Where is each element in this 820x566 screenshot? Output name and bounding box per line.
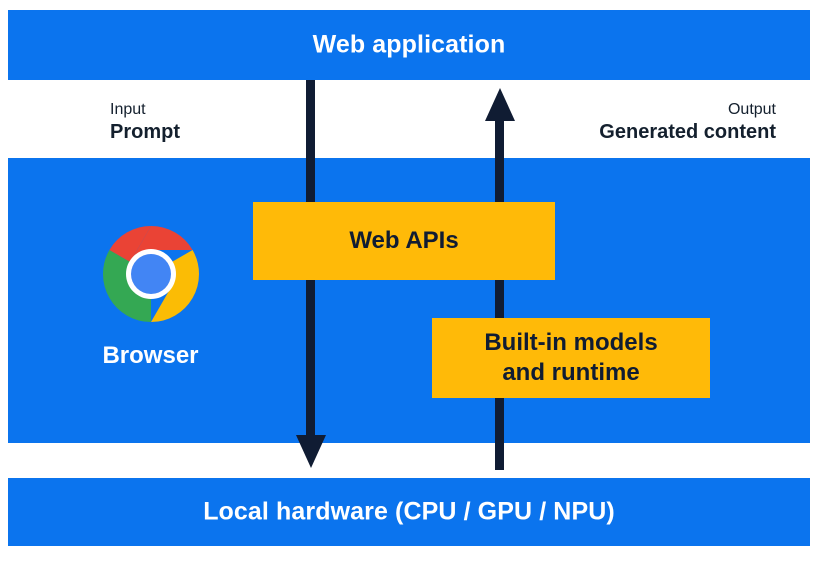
output-flow-arrow-up-icon (484, 88, 515, 470)
output-kind-label: Output (727, 101, 776, 118)
layer-web-application: Web application (8, 10, 810, 80)
output-value-label: Generated content (599, 120, 776, 143)
arrow-head-down (295, 435, 326, 468)
output-annotation: Output Generated content (599, 100, 776, 144)
input-annotation: Input Prompt (110, 100, 180, 144)
input-kind-label: Input (110, 101, 146, 118)
chrome-logo-icon (102, 226, 199, 322)
browser-node: Browser (73, 224, 228, 368)
node-builtin-models-label: Built-in models and runtime (484, 329, 658, 386)
input-value-label: Prompt (110, 120, 180, 143)
browser-node-label: Browser (102, 342, 199, 369)
node-web-apis-label: Web APIs (349, 227, 459, 254)
node-builtin-models: Built-in models and runtime (432, 318, 710, 398)
layer-web-application-label: Web application (312, 30, 506, 59)
layer-local-hardware: Local hardware (CPU / GPU / NPU) (8, 478, 810, 546)
node-web-apis: Web APIs (253, 202, 555, 280)
arrow-stem (495, 118, 504, 470)
arrow-head-up (484, 88, 515, 121)
layer-local-hardware-label: Local hardware (CPU / GPU / NPU) (203, 497, 615, 526)
